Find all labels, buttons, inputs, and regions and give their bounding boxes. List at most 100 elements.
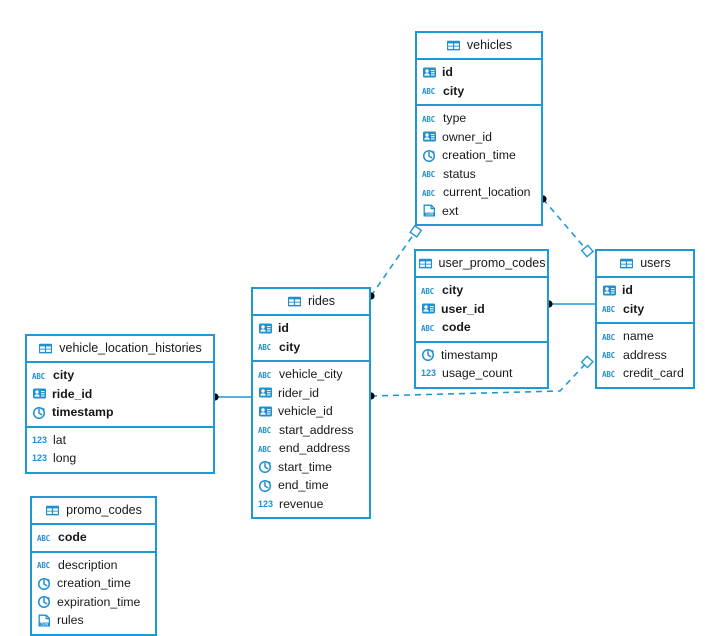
table-grid-icon [418,257,433,270]
abc-string-icon: ABC [602,332,615,342]
field-label: long [53,451,77,466]
field-row[interactable]: owner_id [417,128,541,147]
field-label: current_location [443,185,531,200]
field-row[interactable]: id [253,319,369,338]
field-row[interactable]: user_id [416,300,547,319]
field-label: end_address [279,441,351,456]
field-row[interactable]: vehicle_id [253,402,369,421]
abc-string-icon: ABC [602,305,615,314]
field-row[interactable]: end_time [253,476,369,495]
relationship-user-promo-codes-to-users[interactable] [545,300,595,308]
field-row[interactable]: creation_time [417,146,541,165]
field-row[interactable]: rider_id [253,384,369,403]
clock-icon [422,149,437,162]
field-row[interactable]: ABC end_address [253,439,369,458]
clock-icon [258,479,273,492]
field-row[interactable]: 123 revenue [253,495,369,514]
relationship-vehicle-location-histories-to-rides[interactable] [211,393,251,401]
field-label: type [443,111,467,126]
field-label: creation_time [57,576,131,591]
field-row[interactable]: ABC city [253,338,369,357]
field-label: start_address [279,422,354,437]
abc-string-icon: ABC [37,533,50,543]
clock-icon [258,460,273,474]
table-grid-icon [287,295,302,308]
field-label: code [442,320,471,335]
entity-title-vehicles: vehicles [417,33,541,60]
123-number-icon: 123 [258,498,274,509]
field-label: credit_card [623,366,684,381]
relationship-vehicles-to-users[interactable] [539,195,595,258]
abc-string-icon: ABC [258,426,271,435]
field-row[interactable]: timestamp [27,403,213,422]
field-row[interactable]: ABC start_address [253,421,369,440]
entity-title-label: vehicles [466,38,513,53]
entity-title-user_promo_codes: user_promo_codes [416,251,547,278]
field-label: timestamp [52,405,114,420]
field-label: ride_id [52,386,93,401]
field-row[interactable]: ride_id [27,385,213,404]
field-row[interactable]: id [597,281,693,300]
123-number-icon: 123 [421,368,437,379]
field-label: rider_id [278,385,320,400]
id-card-icon [32,387,47,400]
id-card-icon [602,284,617,297]
field-label: address [623,347,667,362]
field-label: city [279,339,301,354]
field-row[interactable]: timestamp [416,346,547,365]
field-row[interactable]: expiration_time [32,593,155,612]
abc-string-icon: ABC [258,444,271,454]
abc-string-icon: ABC [32,371,45,381]
abc-string-icon: ABC [422,87,435,96]
field-row[interactable]: creation_time [32,574,155,593]
abc-string-icon: ABC [258,343,271,352]
id-card-icon [258,405,273,418]
entity-title-label: rides [307,294,336,309]
abc-string-icon: ABC [421,286,434,296]
svg-text:JSON: JSON [40,622,48,626]
field-row[interactable]: ABC city [416,281,547,300]
field-label: start_time [278,459,332,474]
field-label: status [443,166,476,181]
abc-string-icon: ABC [422,170,435,179]
field-row[interactable]: ABC status [417,165,541,184]
field-row[interactable]: start_time [253,458,369,477]
one-end-marker [409,224,423,238]
field-label: id [442,65,453,80]
field-label: city [442,283,464,298]
field-label: owner_id [442,129,492,144]
clock-icon [32,406,47,419]
entity-title-vehicle_location_histories: vehicle_location_histories [27,336,213,363]
id-card-icon [258,386,273,399]
field-label: revenue [279,496,324,511]
field-row[interactable]: id [417,63,541,82]
